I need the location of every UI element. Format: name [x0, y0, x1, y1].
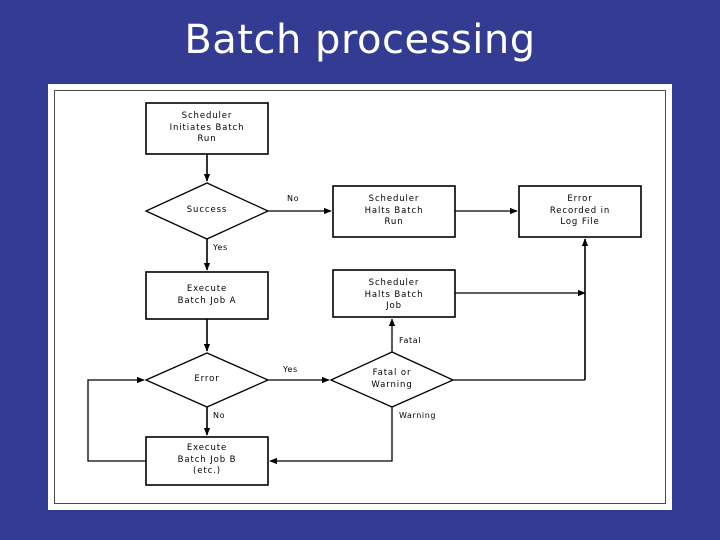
page-title: Batch processing [184, 17, 536, 63]
flowchart-graphics [87, 102, 642, 486]
node-success [144, 182, 270, 240]
edge-execute-job-b-loop-to-error [87, 376, 146, 462]
node-scheduler-initiates [145, 102, 269, 155]
node-fatal-or-warning [329, 351, 455, 408]
node-scheduler-halts-job [332, 269, 456, 318]
node-error [144, 352, 270, 408]
flowchart-canvas: Scheduler Initiates Batch Run Success Sc… [54, 90, 666, 504]
node-execute-job-b [145, 436, 269, 486]
edge-warning-to-execute-job-b [269, 407, 393, 465]
node-scheduler-halts-run [332, 185, 456, 238]
diagram-panel: Scheduler Initiates Batch Run Success Sc… [48, 84, 672, 510]
node-error-recorded [518, 185, 642, 238]
node-execute-job-a [145, 271, 269, 320]
